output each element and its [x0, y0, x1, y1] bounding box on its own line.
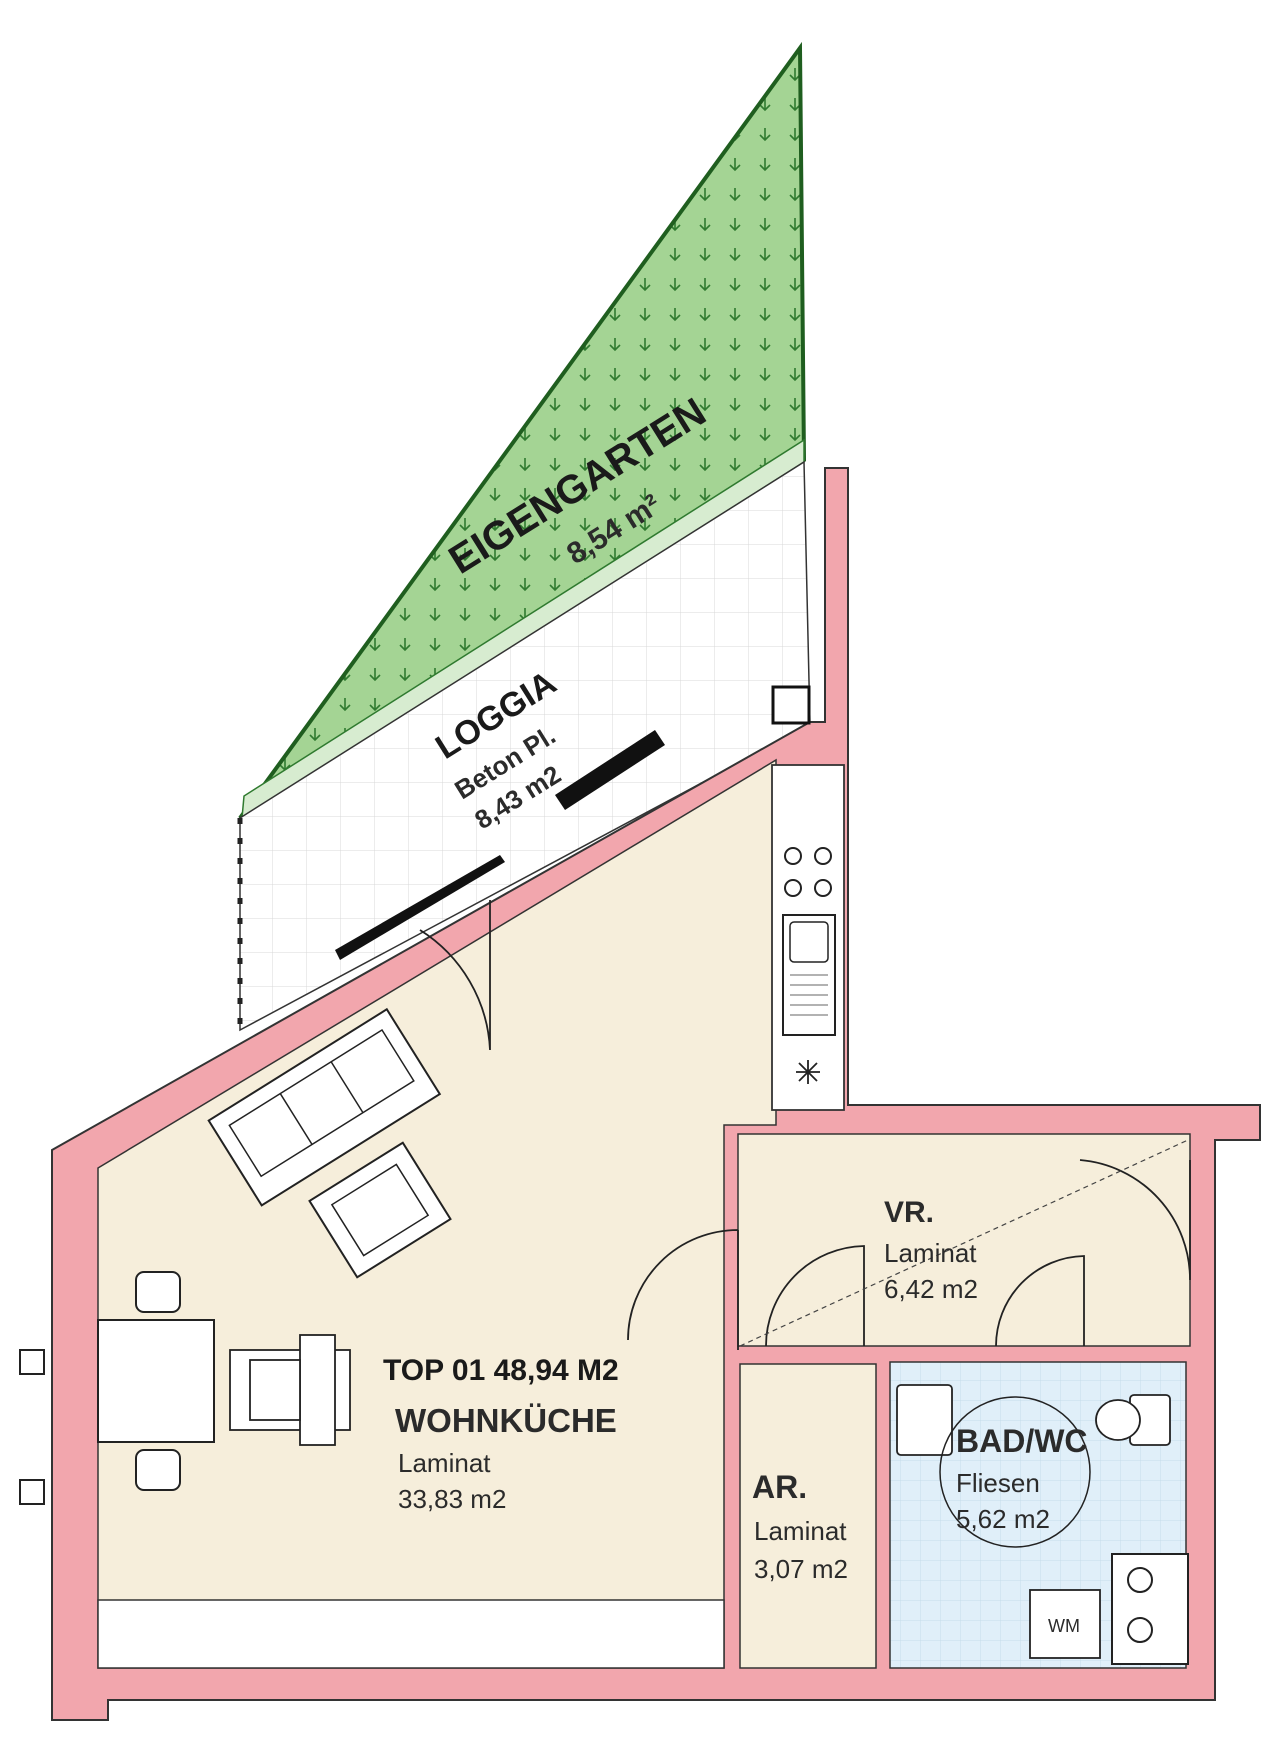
- window-icon: [19, 1349, 45, 1505]
- drain-icon: [771, 685, 811, 725]
- storage-name: AR.: [752, 1469, 807, 1505]
- hall-area-label: 6,42 m2: [884, 1274, 978, 1304]
- washer: [1029, 1589, 1101, 1659]
- bath-area-label: 5,62 m2: [956, 1504, 1050, 1534]
- living-bottom-strip: [97, 1599, 725, 1669]
- boiler-icon: [1111, 1553, 1189, 1665]
- storage-floor: [739, 1363, 877, 1669]
- unit-title: TOP 01 48,94 M2: [383, 1354, 619, 1387]
- storage-area-label: 3,07 m2: [754, 1554, 848, 1584]
- dining-table: [97, 1319, 215, 1443]
- toilet-icon: [1095, 1394, 1171, 1446]
- washer-label: WM: [1048, 1616, 1080, 1636]
- stove-icon: [784, 847, 832, 897]
- chair-icon: [135, 1271, 181, 1491]
- bath-floor-label: Fliesen: [956, 1468, 1040, 1498]
- turning-circle: [939, 1396, 1091, 1548]
- hall-floor-label: Laminat: [884, 1238, 977, 1268]
- hall-name: VR.: [884, 1196, 934, 1229]
- door-swing: [419, 900, 1191, 1350]
- storage-floor-label: Laminat: [754, 1516, 847, 1546]
- bath-name: BAD/WC: [956, 1423, 1088, 1459]
- coffee-table-icon: [308, 1141, 452, 1279]
- grate-icon: [335, 730, 665, 960]
- loggia-area: [239, 460, 811, 1032]
- fridge-icon: [796, 1060, 820, 1084]
- sofa-icon: [207, 1007, 442, 1207]
- living-name: WOHNKÜCHE: [395, 1402, 617, 1439]
- armchair-icon: [229, 1334, 351, 1446]
- dashed-line: [739, 1139, 1189, 1347]
- living-floor-label: Laminat: [398, 1448, 491, 1478]
- sink-icon: [782, 914, 836, 1036]
- basin-icon: [896, 1384, 953, 1456]
- living-area-label: 33,83 m2: [398, 1484, 506, 1514]
